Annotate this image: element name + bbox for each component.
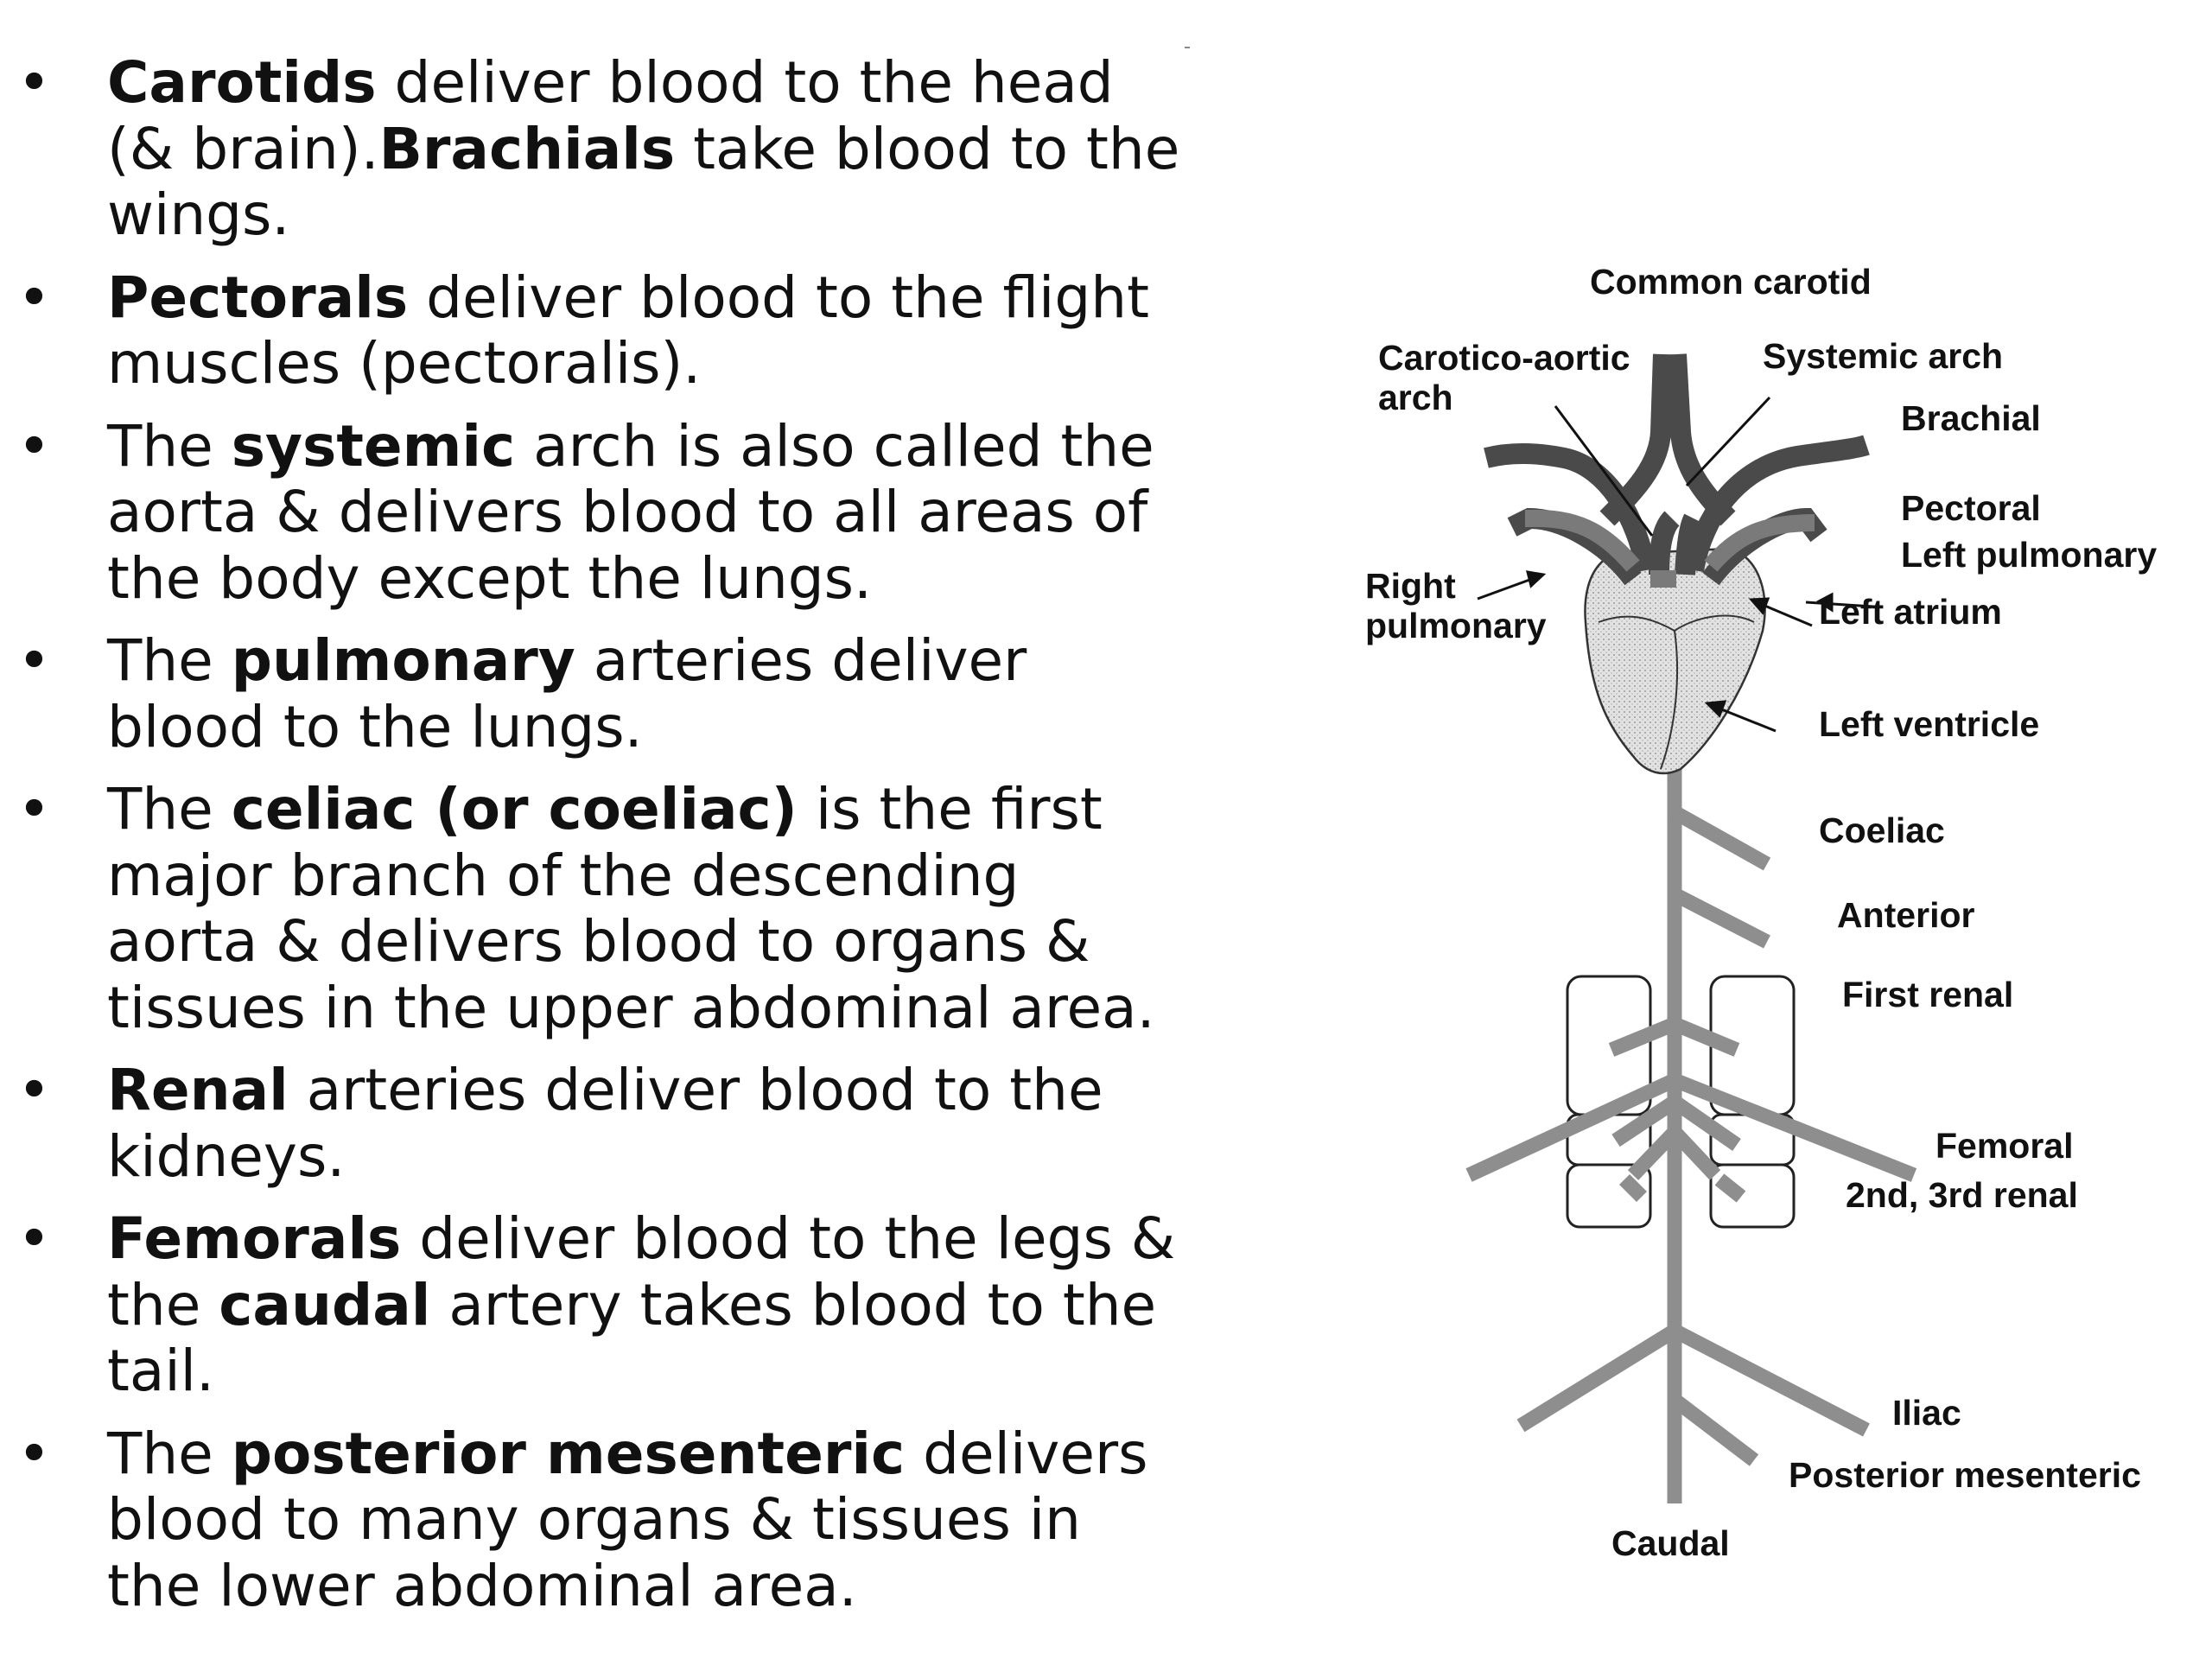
bullet-text: The: [107, 776, 232, 842]
bullet-marker: •: [17, 776, 51, 842]
bullet-text: The: [107, 627, 232, 694]
bullet-text: The: [107, 1420, 232, 1487]
label-pulmonary: pulmonary: [1365, 606, 1547, 645]
label-posterior-mesenteric: Posterior mesenteric: [1789, 1455, 2141, 1495]
arch-vessels: [1484, 353, 1870, 586]
bullet-item: • The celiac (or coeliac) is the first ma…: [0, 776, 1184, 1041]
label-right: Right: [1365, 566, 1456, 606]
bullet-marker: •: [17, 1057, 51, 1123]
label-left-ventricle: Left ventricle: [1819, 704, 2039, 744]
bold-term: caudal: [219, 1271, 431, 1338]
bullet-text: arteries deliver blood to the kidneys.: [107, 1057, 1103, 1190]
pulmonary-trunks: [1525, 510, 1815, 588]
bold-term: Femorals: [107, 1205, 402, 1272]
bullet-text: deliver blood to the flight muscles (pec…: [107, 264, 1149, 397]
label-iliac: Iliac: [1892, 1393, 1961, 1433]
bullet-text: delivers blood to many organs & tissues …: [107, 1420, 1148, 1619]
label-caudal: Caudal: [1611, 1523, 1730, 1563]
bullet-list: • Carotids deliver blood to the head (& b…: [0, 49, 1184, 1636]
bullet-text: take blood to the wings.: [107, 115, 1180, 248]
label-pectoral: Pectoral: [1901, 488, 2041, 528]
bold-term: Pectorals: [107, 264, 409, 331]
label-carotico-aortic: Carotico-aortic: [1378, 338, 1630, 378]
bullet-marker: •: [17, 49, 51, 116]
bold-term: posterior mesenteric: [231, 1420, 906, 1487]
bullet-text: is the first major branch of the descend…: [107, 776, 1155, 1041]
bullet-item: • The pulmonary arteries deliver blood to…: [0, 627, 1184, 760]
bold-term: systemic: [231, 412, 516, 480]
bullet-text: The: [107, 412, 232, 480]
bullet-item: • The systemic arch is also called the ao…: [0, 412, 1184, 613]
label-arch: arch: [1378, 378, 1453, 417]
label-common-carotid: Common carotid: [1590, 262, 1872, 302]
bold-term: pulmonary: [231, 627, 575, 694]
label-anterior: Anterior: [1837, 895, 1975, 935]
heart-chamber-lines: [1598, 614, 1755, 770]
label-left-pulmonary: Left pulmonary: [1901, 535, 2157, 575]
bullet-marker: •: [17, 264, 51, 331]
bullet-marker: •: [17, 1420, 51, 1487]
bullet-text: deliver blood to the head (& brain).: [107, 49, 1114, 182]
bullet-text: artery takes blood to the tail.: [107, 1271, 1157, 1404]
stray-mark: [1185, 47, 1190, 48]
bullet-marker: •: [17, 1205, 51, 1272]
label-2nd-3rd-renal: 2nd, 3rd renal: [1846, 1175, 2078, 1215]
diagram-labels: Common carotid Carotico-aortic arch Syst…: [1365, 262, 2157, 1563]
pointer-lines: [1477, 396, 1874, 733]
descending-aorta: [1465, 769, 1917, 1503]
bullet-marker: •: [17, 412, 51, 480]
bullet-marker: •: [17, 627, 51, 694]
bullet-item: • Renal arteries deliver blood to the kid…: [0, 1057, 1184, 1190]
label-brachial: Brachial: [1901, 398, 2041, 438]
bullet-item: • Carotids deliver blood to the head (& b…: [0, 49, 1184, 249]
bullet-text: deliver blood to the legs & the: [107, 1205, 1176, 1338]
bullet-item: • The posterior mesenteric delivers blood…: [0, 1421, 1184, 1620]
label-left-atrium: Left atrium: [1819, 592, 2002, 632]
bullet-item: • Femorals deliver blood to the legs & th…: [0, 1205, 1184, 1405]
bold-term: Renal: [107, 1057, 289, 1123]
bold-term: Carotids: [107, 49, 377, 116]
bold-term: celiac (or coeliac): [231, 776, 798, 842]
avian-arterial-diagram: Common carotid Carotico-aortic arch Syst…: [1365, 262, 2157, 1563]
label-femoral: Femoral: [1936, 1126, 2074, 1166]
bold-term: Brachials: [378, 115, 676, 182]
bullet-text: arteries deliver blood to the lungs.: [107, 627, 1027, 760]
label-systemic-arch: Systemic arch: [1763, 336, 2003, 376]
label-first-renal: First renal: [1842, 975, 2013, 1014]
bullet-item: • Pectorals deliver blood to the flight m…: [0, 264, 1184, 397]
label-coeliac: Coeliac: [1819, 810, 1945, 850]
bullet-text: arch is also called the aorta & delivers…: [107, 412, 1154, 612]
